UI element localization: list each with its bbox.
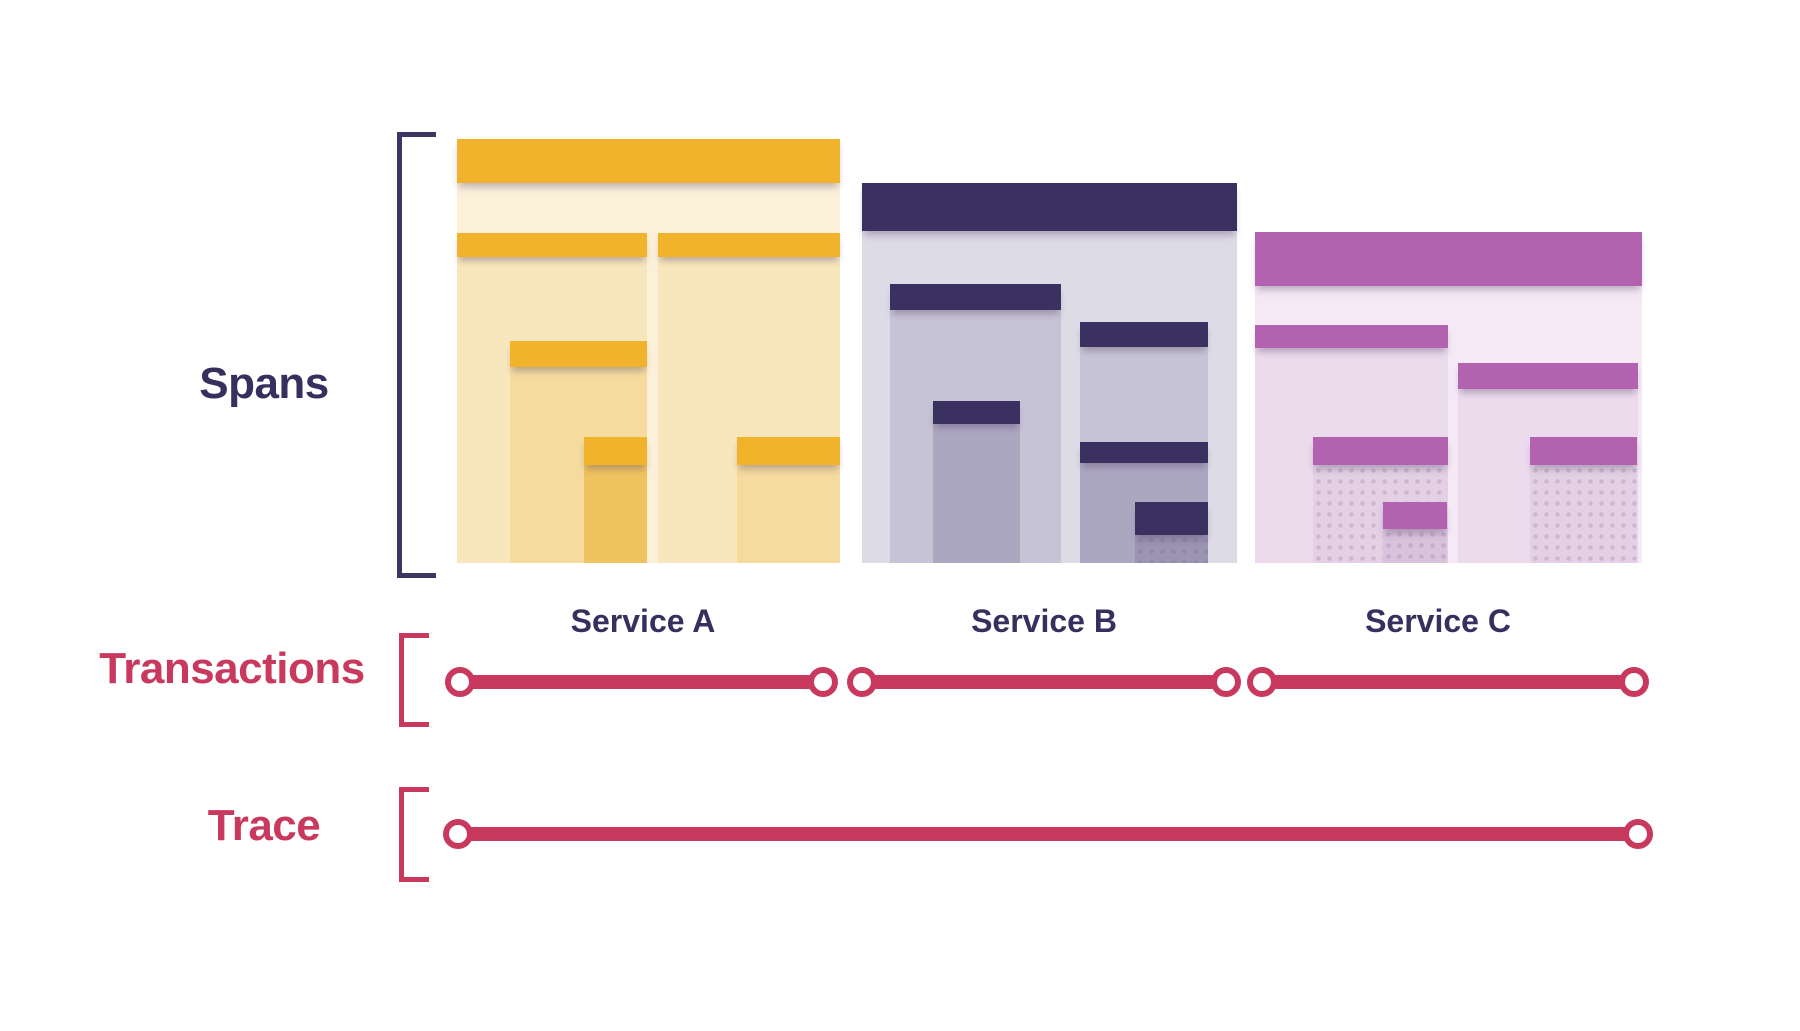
transaction-service-c-end-circle	[1619, 667, 1649, 697]
trace-start-circle	[443, 819, 473, 849]
transactions-bracket	[399, 633, 429, 727]
trace-end-circle	[1623, 819, 1653, 849]
service-a-span-bar-level-1	[457, 139, 840, 183]
spans-bracket	[397, 132, 436, 578]
transaction-service-b-line	[862, 675, 1226, 689]
service-a-span-bar-level-2	[457, 233, 647, 257]
spans-section-label: Spans	[199, 359, 329, 408]
service-c-span-bar-level-1	[1255, 232, 1642, 286]
service-a-span-bar-level-2	[658, 233, 840, 257]
service-c-span-bar-level-3	[1530, 437, 1637, 465]
service-b-span-bar-level-2	[1080, 322, 1208, 347]
service-a-span-body-level-4	[584, 465, 647, 563]
transaction-service-b-start-circle	[847, 667, 877, 697]
transaction-service-a-end-circle	[808, 667, 838, 697]
transaction-service-c-start-circle	[1247, 667, 1277, 697]
service-b-span-bar-level-2	[890, 284, 1061, 310]
service-b-span-bar-level-1	[862, 183, 1237, 231]
transaction-service-b-end-circle	[1211, 667, 1241, 697]
trace-bracket	[399, 787, 429, 882]
service-b-label: Service B	[971, 603, 1117, 639]
service-a-span-bar-level-3	[737, 437, 840, 465]
service-b-span-bar-level-3	[933, 401, 1020, 424]
service-b-span-bar-level-4	[1135, 502, 1208, 535]
service-c-span-body-level-4	[1383, 529, 1447, 563]
service-c-span-bar-level-4	[1383, 502, 1447, 529]
service-a-span-bar-level-4	[584, 437, 647, 465]
trace-section-label: Trace	[207, 801, 321, 850]
transaction-service-a-line	[460, 675, 823, 689]
service-a-span-bar-level-3	[510, 341, 647, 367]
transaction-service-c-line	[1262, 675, 1634, 689]
service-c-span-bar-level-2	[1255, 325, 1448, 348]
service-a-label: Service A	[570, 603, 716, 639]
service-c-span-bar-level-3	[1313, 437, 1448, 465]
transactions-section-label: Transactions	[99, 644, 365, 693]
service-b-span-body-level-4	[1135, 535, 1208, 563]
service-c-span-body-level-3	[1530, 465, 1637, 563]
transaction-service-a-start-circle	[445, 667, 475, 697]
service-c-span-bar-level-2	[1458, 363, 1638, 389]
service-a-span-body-level-3	[737, 465, 840, 563]
trace-line	[458, 827, 1638, 841]
service-c-label: Service C	[1365, 603, 1511, 639]
service-b-span-body-level-3	[933, 424, 1020, 563]
service-b-span-bar-level-3	[1080, 442, 1208, 463]
